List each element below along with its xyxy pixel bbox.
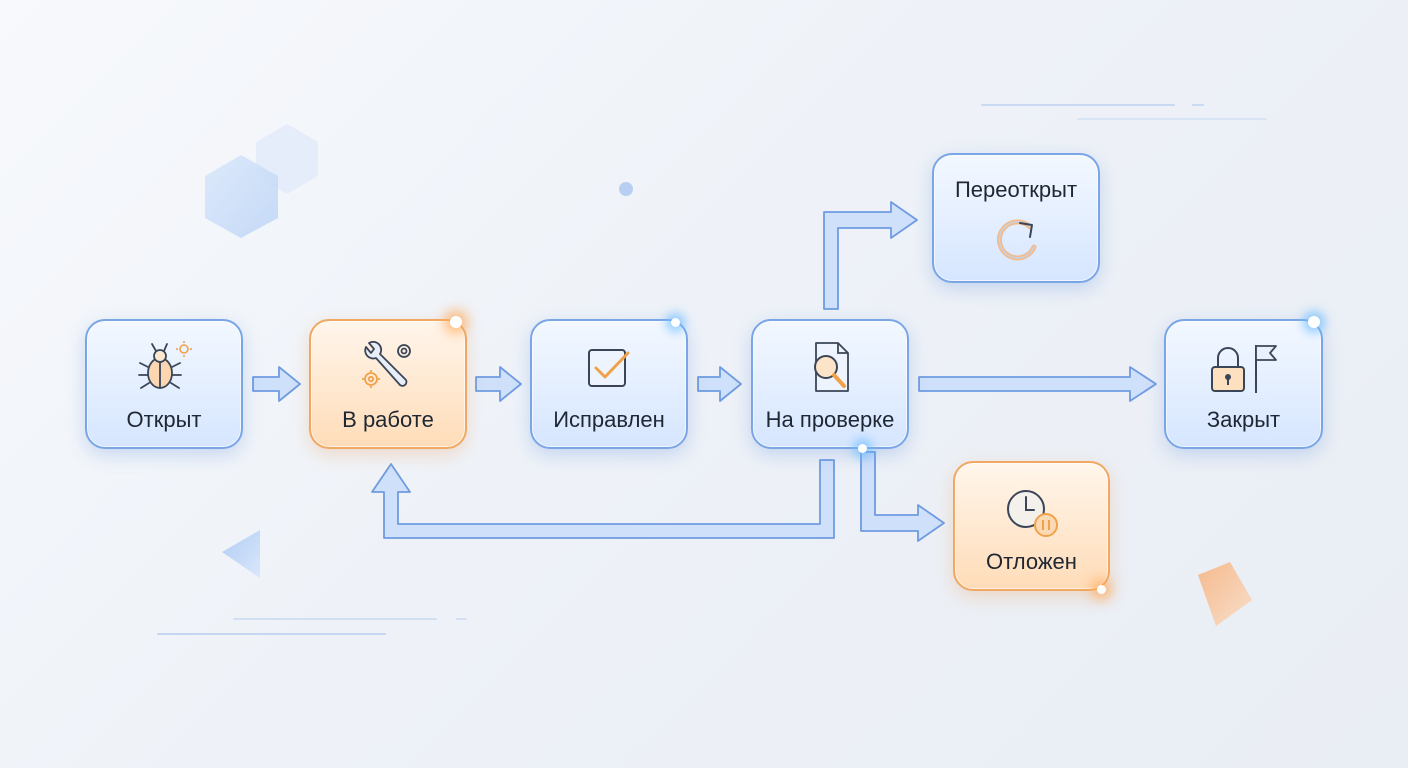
arrow-inprogress-to-fixed [475,366,522,402]
node-postponed[interactable]: Отложен [953,461,1110,591]
node-postponed-label: Отложен [986,549,1077,574]
decor-lines [157,104,1267,635]
wrench-gears-icon [362,340,411,388]
triangle-decor-blue [222,530,260,578]
node-reopened-label: Переоткрыт [954,177,1078,202]
clock-pause-icon [1006,490,1058,537]
arrow-review-to-inprogress [371,459,835,539]
node-in-progress-label: В работе [342,407,434,432]
arrow-open-to-inprogress [252,366,301,402]
arrow-review-to-postponed [860,451,945,542]
redo-arrow-icon [996,219,1037,261]
connectors [252,201,1157,542]
node-review-label: На проверке [765,407,895,432]
arrow-review-to-closed [918,366,1157,402]
node-closed-label: Закрыт [1206,407,1281,432]
glow-dot-postponed [1097,585,1106,594]
dot-decor [619,182,633,196]
document-search-icon [814,342,849,392]
node-in-progress[interactable]: В работе [309,319,467,449]
checkbox-icon [588,349,630,387]
glow-dot-closed [1308,316,1320,328]
node-closed[interactable]: Закрыт [1164,319,1323,449]
node-open[interactable]: Открыт [85,319,243,449]
bug-icon [138,341,192,389]
glow-dot-in-progress [450,316,462,328]
node-review[interactable]: На проверке [751,319,909,449]
glow-dot-fixed [671,318,680,327]
hexagon-decor-front [205,155,278,238]
glow-dot-review [858,444,867,453]
node-fixed-label: Исправлен [553,407,665,432]
node-fixed[interactable]: Исправлен [530,319,688,449]
arrow-review-to-reopened [823,201,918,310]
triangle-decor-orange [1198,562,1252,626]
padlock-flag-icon [1210,345,1277,393]
node-reopened[interactable]: Переоткрыт [932,153,1100,283]
arrow-fixed-to-review [697,366,742,402]
node-open-label: Открыт [126,407,202,432]
